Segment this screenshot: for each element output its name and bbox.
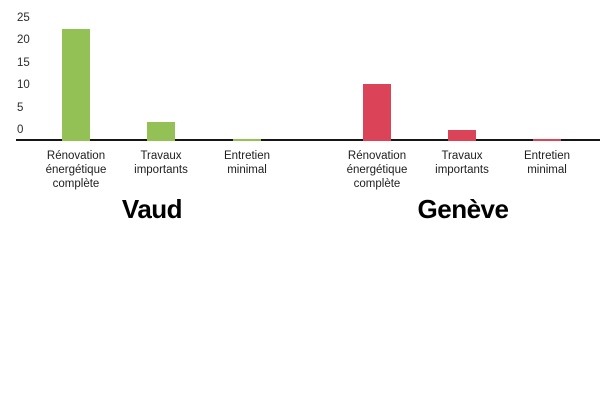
y-axis-tick-label: 20: [17, 34, 30, 47]
y-axis-tick-label: 25: [17, 12, 30, 24]
bar-genève-3: [533, 138, 561, 141]
category-label: Entretien minimal: [523, 150, 571, 177]
x-axis-line: [16, 139, 600, 141]
y-axis-tick-label: 10: [17, 79, 30, 92]
group-label-vaud: Vaud: [121, 194, 183, 224]
y-axis-tick-label: 15: [17, 56, 30, 69]
group-label-genève: Genève: [417, 194, 509, 224]
bar-vaud-2: [147, 122, 175, 141]
y-axis-tick-label: 5: [17, 101, 24, 114]
bar-vaud-1: [62, 29, 90, 141]
category-label: Travaux importants: [435, 150, 489, 177]
category-label: Entretien minimal: [223, 150, 271, 177]
bar-genève-1: [363, 84, 391, 141]
category-label: Rénovation énergétique complète: [346, 150, 408, 191]
category-label: Travaux importants: [134, 150, 188, 177]
bar-vaud-3: [233, 138, 261, 141]
y-axis-tick-label: 0: [17, 124, 24, 136]
bar-genève-2: [448, 130, 476, 141]
category-label: Rénovation énergétique complète: [45, 150, 107, 191]
